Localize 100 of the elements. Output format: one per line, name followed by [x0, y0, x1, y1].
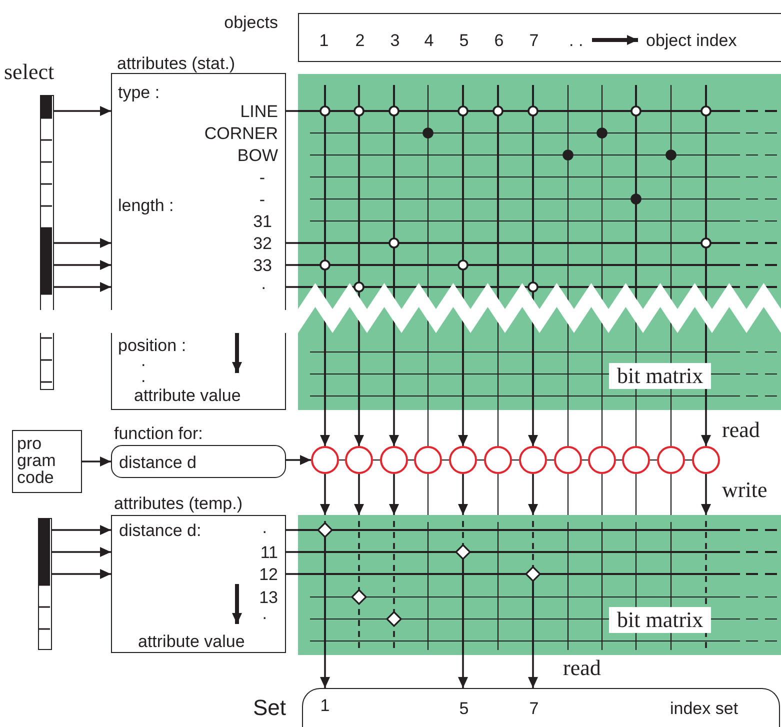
- connector-line: [442, 459, 449, 461]
- attribute-name: distance d:: [119, 522, 202, 540]
- arrow: [528, 410, 538, 446]
- connector-line: [685, 459, 692, 461]
- ellipsis: .: [141, 368, 146, 386]
- heading: select: [4, 59, 54, 85]
- processing-element: [588, 446, 616, 474]
- arrow: [54, 282, 111, 292]
- arrow: [54, 260, 111, 270]
- attribute-value: LINE: [240, 103, 278, 121]
- processing-element: [380, 446, 408, 474]
- arrow: [458, 474, 468, 515]
- processing-element: [554, 446, 582, 474]
- processing-element: [449, 446, 477, 474]
- attribute-value: 32: [253, 235, 272, 253]
- arrow: [286, 455, 311, 465]
- index-number: 1: [320, 697, 330, 715]
- connector-line: [286, 286, 298, 288]
- connector-line: [286, 242, 298, 244]
- arrow: [320, 410, 330, 446]
- connector-line: [635, 410, 637, 446]
- flow-label: read: [722, 417, 760, 443]
- connector-line: [408, 459, 414, 461]
- attribute-value: 33: [253, 257, 272, 275]
- connector-line: [670, 410, 672, 446]
- arrow: [458, 655, 468, 688]
- processing-element: [345, 446, 373, 474]
- attribute-value: CORNER: [204, 125, 278, 143]
- heading: function for:: [114, 425, 203, 443]
- connector-line: [373, 459, 380, 461]
- matrix-label: bit matrix: [609, 607, 712, 633]
- attribute-value: BOW: [237, 147, 278, 165]
- connector-line: [427, 410, 429, 446]
- processing-element: [622, 446, 650, 474]
- connector-line: [547, 459, 554, 461]
- attribute-value: 11: [260, 544, 278, 562]
- attribute-value: 12: [259, 566, 278, 584]
- heading: attributes (temp.): [114, 495, 242, 513]
- connector-line: [339, 459, 345, 461]
- attribute-value: .: [262, 519, 267, 537]
- arrow: [320, 655, 330, 688]
- axis-label: index set: [670, 700, 738, 718]
- flow-label: write: [722, 477, 768, 503]
- processing-element: [414, 446, 442, 474]
- attribute-name: type :: [118, 84, 160, 102]
- flow-label: read: [563, 655, 601, 681]
- arrow: [52, 547, 111, 557]
- connector-line: [650, 459, 657, 461]
- arrow: [354, 410, 364, 446]
- connector-line: [635, 474, 637, 515]
- ellipsis: . .: [569, 32, 584, 50]
- attribute-value: .: [261, 275, 266, 293]
- column-number: 2: [355, 32, 365, 50]
- arrow: [701, 410, 711, 446]
- processing-element: [484, 446, 512, 474]
- attribute-value: 31: [253, 213, 272, 231]
- attribute-name: position :: [118, 337, 186, 355]
- column-number: 7: [529, 32, 539, 50]
- column-number: 5: [459, 32, 469, 50]
- processing-element: [657, 446, 685, 474]
- connector-line: [286, 551, 298, 553]
- connector-line: [286, 110, 298, 112]
- program-code-box: [12, 430, 82, 493]
- processing-element: [311, 446, 339, 474]
- connector-line: [477, 459, 484, 461]
- attribute-value: -: [259, 169, 265, 187]
- connector-line: [567, 410, 569, 446]
- attribute-name: length :: [118, 197, 174, 215]
- connector-line: [601, 410, 603, 446]
- processing-element: [519, 446, 547, 474]
- arrow: [82, 456, 111, 466]
- connector-line: [497, 474, 499, 515]
- select-bit-vector: [38, 518, 52, 650]
- arrow: [354, 474, 364, 515]
- axis-label: attribute value: [138, 633, 245, 651]
- connector-line: [601, 474, 603, 515]
- connector-line: [286, 529, 298, 531]
- axis-label: object index: [646, 32, 737, 50]
- heading: attributes (stat.): [117, 55, 236, 73]
- connector-line: [616, 459, 622, 461]
- attribute-value: .: [262, 605, 267, 623]
- axis-label: attribute value: [134, 387, 241, 405]
- index-number: 7: [529, 700, 539, 718]
- box-label: pro gram code: [17, 435, 57, 486]
- arrow: [458, 410, 468, 446]
- function-name: distance d: [119, 454, 196, 472]
- arrow: [52, 569, 111, 579]
- matrix-label: bit matrix: [609, 363, 712, 389]
- ellipsis: .: [141, 352, 146, 370]
- processing-element: [692, 446, 720, 474]
- arrow: [320, 474, 330, 515]
- arrow: [389, 474, 399, 515]
- connector-line: [567, 474, 569, 515]
- arrow: [528, 474, 538, 515]
- arrow: [52, 525, 111, 535]
- column-number: 6: [494, 32, 504, 50]
- column-number: 1: [319, 32, 329, 50]
- arrow: [528, 655, 538, 688]
- attribute-value: 13: [259, 589, 278, 607]
- heading: objects: [224, 14, 278, 32]
